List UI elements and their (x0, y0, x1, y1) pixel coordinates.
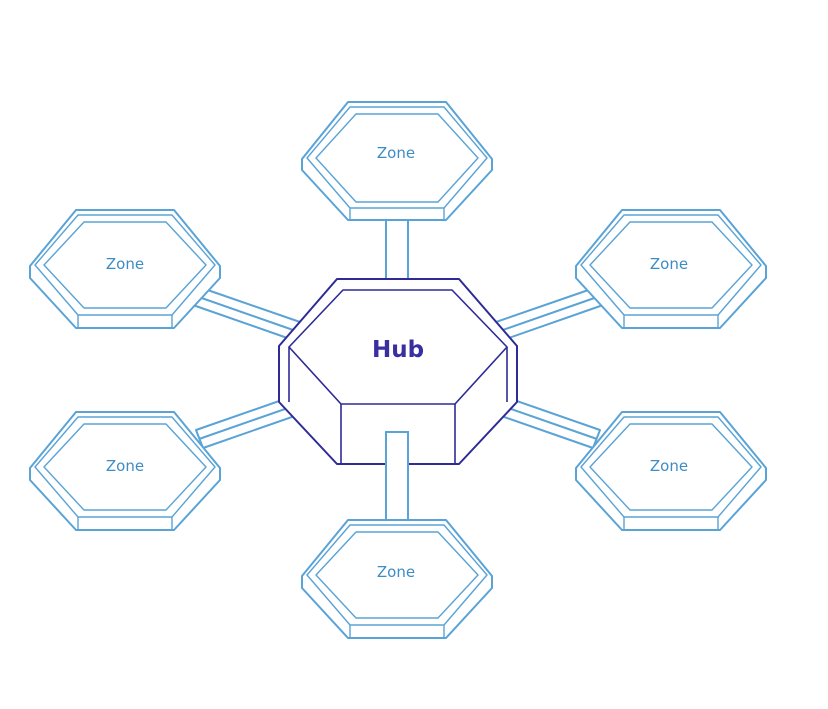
zone-label: Zone (650, 457, 688, 475)
zone-node-top: Zone (301, 101, 493, 221)
zone-node-upper-right: Zone (575, 209, 767, 329)
zone-label: Zone (106, 255, 144, 273)
zone-label: Zone (650, 255, 688, 273)
zone-label: Zone (106, 457, 144, 475)
zone-node-lower-left: Zone (29, 411, 221, 531)
zone-node-bottom: Zone (301, 519, 493, 639)
zone-label: Zone (377, 563, 415, 581)
zone-node-lower-right: Zone (575, 411, 767, 531)
zone-label: Zone (377, 144, 415, 162)
hub-label: Hub (372, 337, 424, 363)
connector-bottom-front (385, 431, 409, 523)
zone-node-upper-left: Zone (29, 209, 221, 329)
hub-node: Hub (278, 278, 518, 465)
